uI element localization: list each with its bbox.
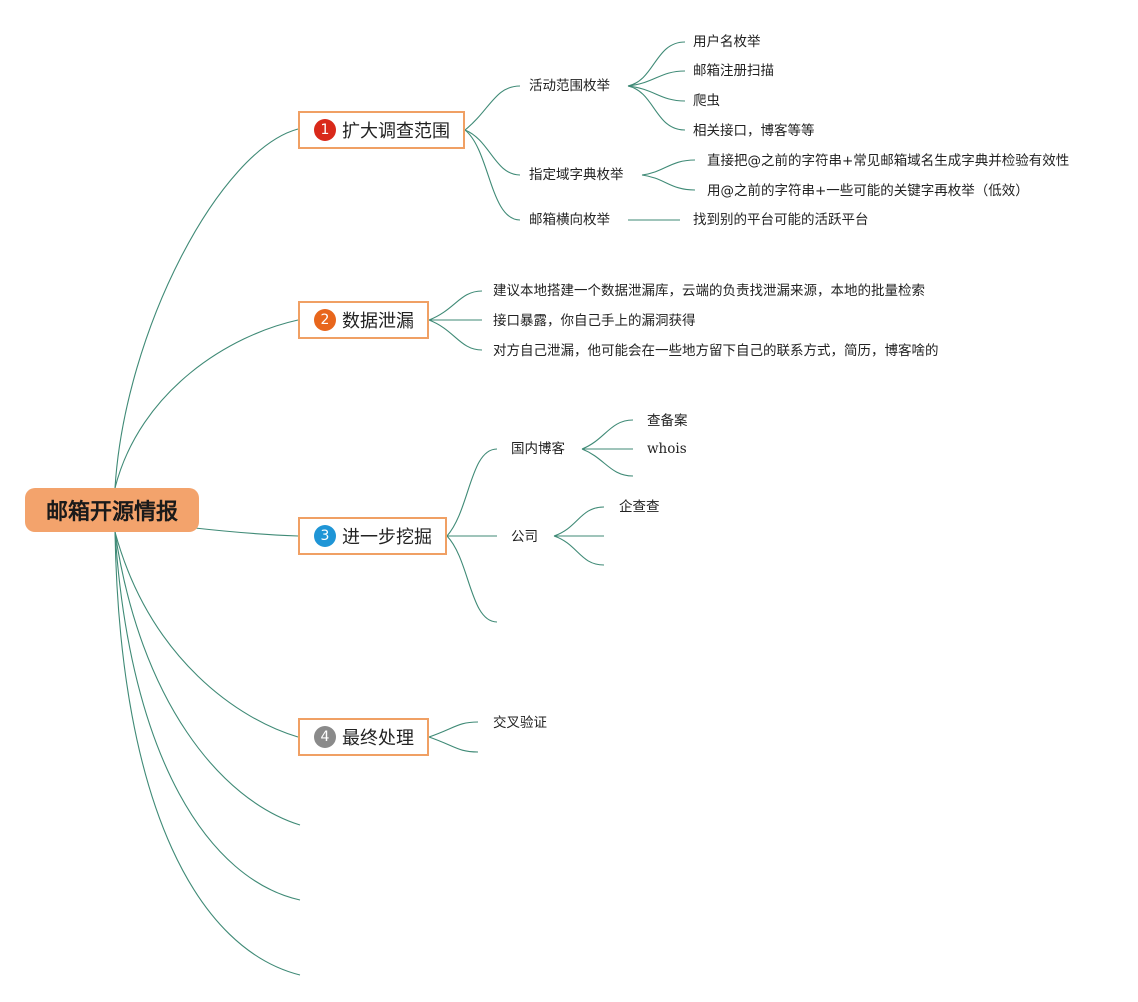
number-badge-1: 1 — [314, 119, 336, 141]
leaf-keyword-enum[interactable]: 用@之前的字符串+一些可能的关键字再枚举（低效） — [707, 183, 1029, 199]
edge-b2-3 — [428, 319, 483, 351]
edge-b1-lateral — [464, 129, 521, 221]
leaf-username-enum[interactable]: 用户名枚举 — [693, 34, 761, 50]
branch-label-1: 扩大调查范围 — [342, 121, 450, 142]
branch-label-2: 数据泄漏 — [342, 311, 414, 332]
edge-company-1 — [553, 506, 605, 537]
edge-root-empty-2 — [114, 531, 301, 901]
edge-b2-1 — [428, 290, 483, 321]
edge-root-empty-1 — [114, 531, 301, 826]
number-badge-3: 3 — [314, 525, 336, 547]
subtopic-domain-dict-enum[interactable]: 指定域字典枚举 — [529, 167, 624, 183]
edge-root-branch-3 — [194, 527, 299, 537]
leaf-self-leak[interactable]: 对方自己泄漏，他可能会在一些地方留下自己的联系方式，简历，博客啥的 — [493, 343, 939, 359]
edge-b1-activity — [464, 85, 521, 131]
edge-b1-domain-dict — [464, 129, 521, 176]
edge-activity-4 — [627, 85, 686, 131]
subtopic-activity-enum[interactable]: 活动范围枚举 — [529, 78, 610, 94]
branch-label-4: 最终处理 — [342, 728, 414, 749]
number-badge-4: 4 — [314, 726, 336, 748]
branch-label-3: 进一步挖掘 — [342, 527, 432, 548]
edge-b4-1 — [428, 721, 479, 738]
leaf-icp-lookup[interactable]: 查备案 — [647, 413, 688, 429]
edge-domain-2 — [641, 174, 696, 191]
branch-node-1[interactable]: 1 扩大调查范围 — [298, 111, 465, 149]
edge-root-branch-1 — [114, 128, 299, 489]
leaf-cross-verify[interactable]: 交叉验证 — [493, 715, 547, 731]
leaf-api-exposure[interactable]: 接口暴露，你自己手上的漏洞获得 — [493, 313, 696, 329]
edge-company-3 — [553, 535, 605, 566]
leaf-local-leak-db[interactable]: 建议本地搭建一个数据泄漏库，云端的负责找泄漏来源，本地的批量检索 — [493, 283, 925, 299]
edge-domain-1 — [641, 159, 696, 176]
leaf-qichacha[interactable]: 企查查 — [619, 499, 660, 515]
subtopic-company[interactable]: 公司 — [511, 529, 538, 545]
edge-blog-3 — [581, 448, 634, 477]
branch-node-3[interactable]: 3 进一步挖掘 — [298, 517, 447, 555]
subtopic-lateral-enum[interactable]: 邮箱横向枚举 — [529, 212, 610, 228]
leaf-related-apis[interactable]: 相关接口，博客等等 — [693, 123, 815, 139]
edge-blog-1 — [581, 419, 634, 450]
edge-activity-1 — [627, 41, 686, 87]
leaf-find-other-platforms[interactable]: 找到别的平台可能的活跃平台 — [693, 212, 869, 228]
edge-activity-2 — [627, 70, 686, 87]
root-node[interactable]: 邮箱开源情报 — [25, 488, 199, 532]
edge-b3-blog — [446, 448, 498, 537]
edge-b4-2 — [428, 736, 479, 753]
root-label: 邮箱开源情报 — [45, 500, 178, 525]
number-badge-2: 2 — [314, 309, 336, 331]
edge-activity-3 — [627, 85, 686, 102]
branch-node-4[interactable]: 4 最终处理 — [298, 718, 429, 756]
edge-root-branch-4 — [114, 531, 299, 738]
leaf-crawler[interactable]: 爬虫 — [693, 93, 720, 109]
leaf-email-register-scan[interactable]: 邮箱注册扫描 — [693, 63, 774, 79]
branch-node-2[interactable]: 2 数据泄漏 — [298, 301, 429, 339]
subtopic-domestic-blog[interactable]: 国内博客 — [511, 441, 565, 457]
leaf-dict-generate[interactable]: 直接把@之前的字符串+常见邮箱域名生成字典并检验有效性 — [707, 153, 1070, 169]
leaf-whois[interactable]: whois — [647, 441, 687, 457]
edge-root-empty-3 — [114, 531, 301, 976]
edge-b3-empty — [446, 535, 498, 623]
edge-root-branch-2 — [114, 319, 299, 489]
